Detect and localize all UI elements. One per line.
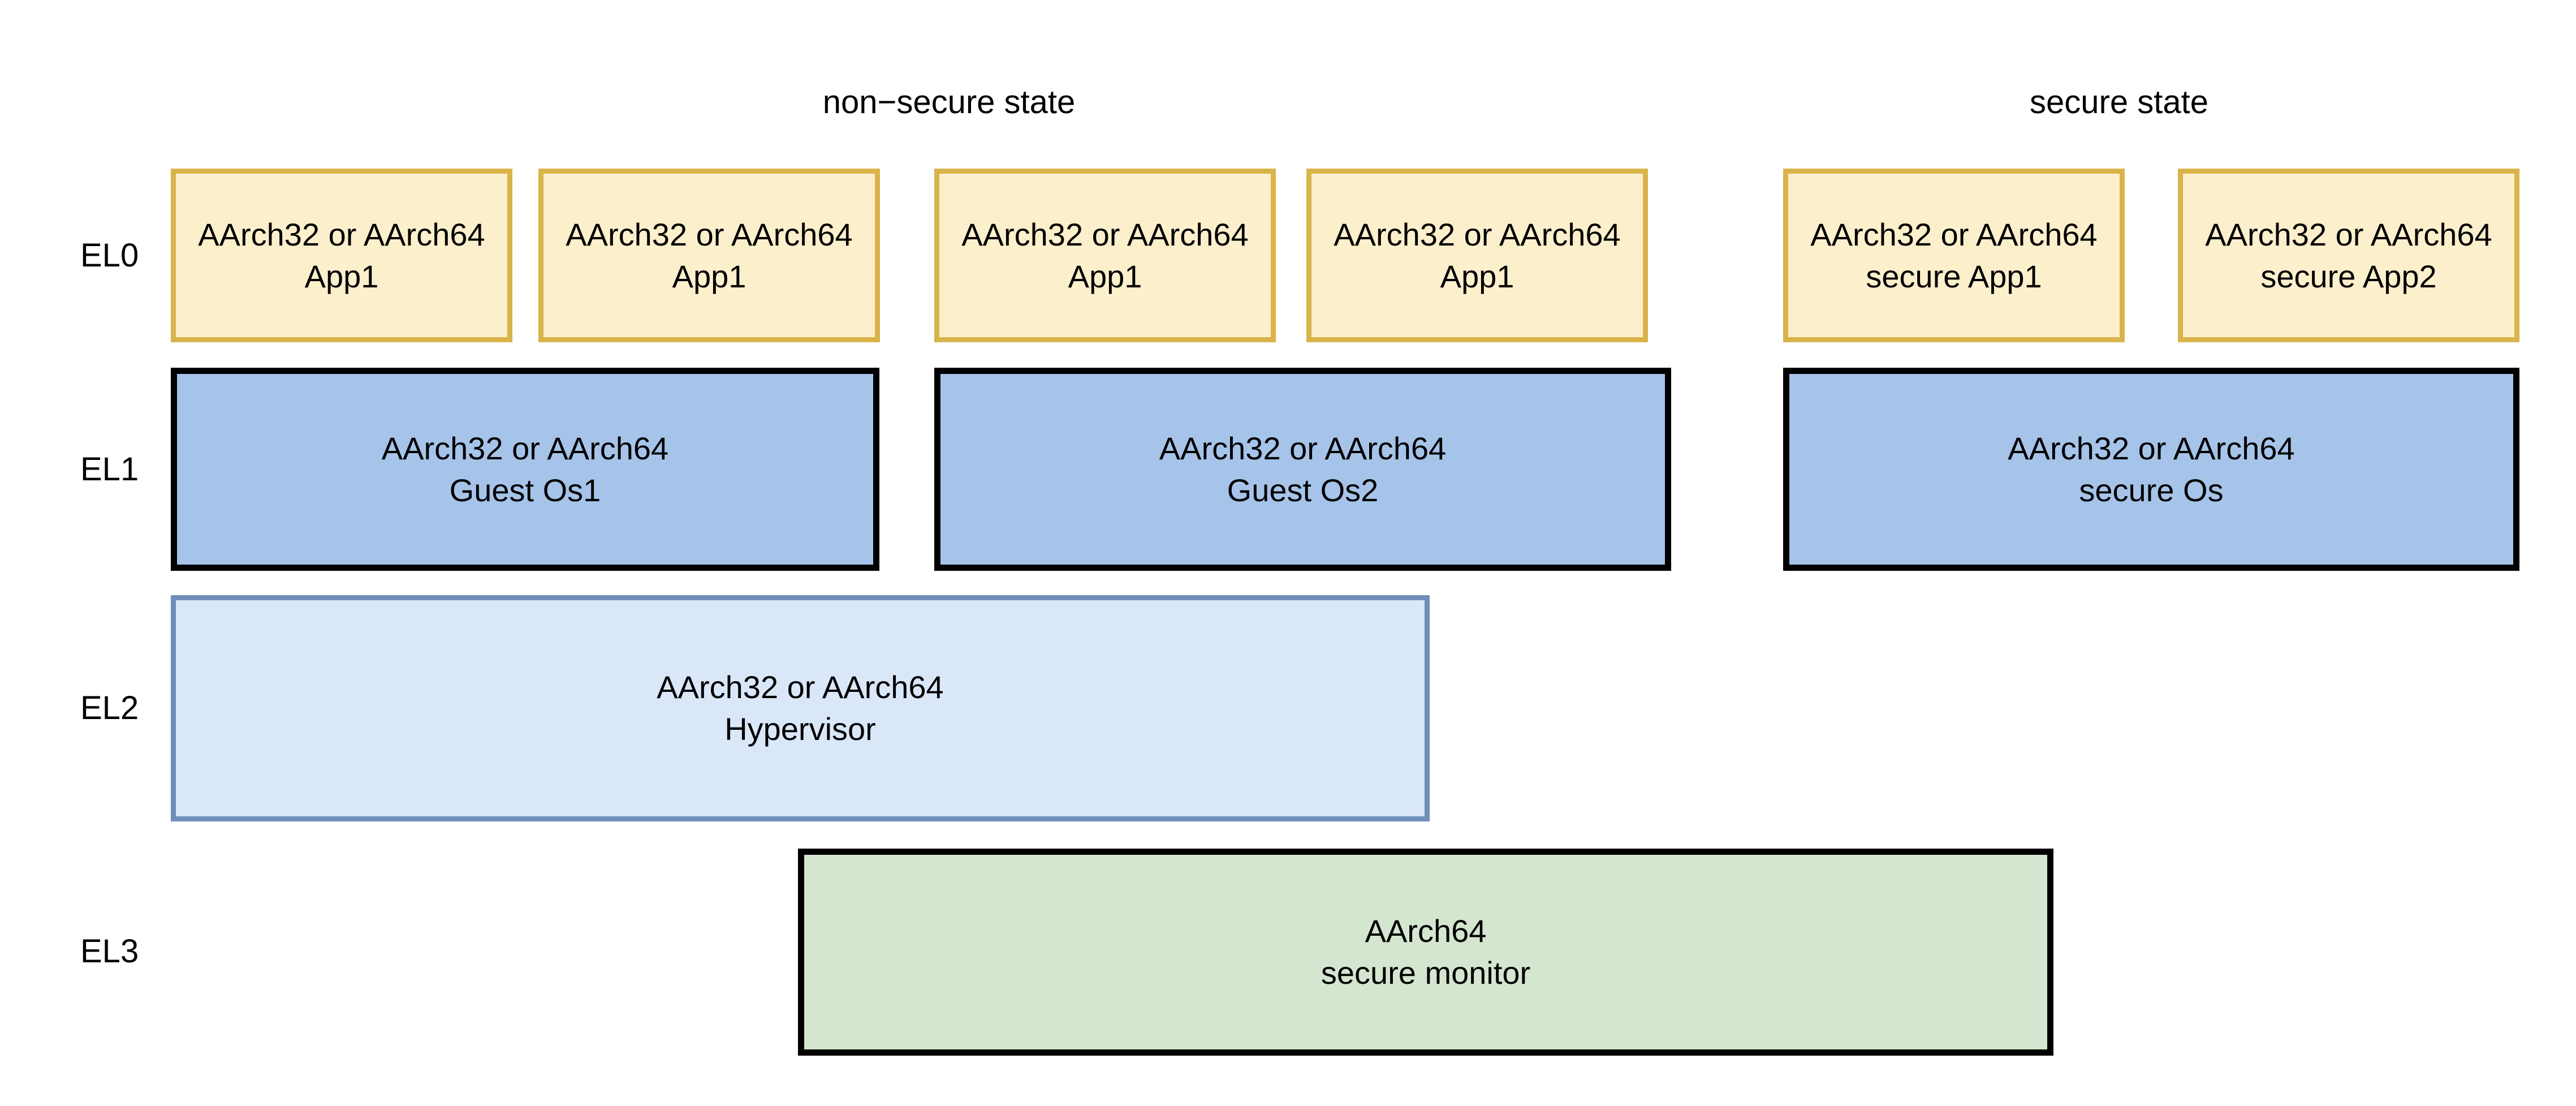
exception-level-label-el1: EL1 — [80, 451, 139, 488]
el0-secure-app-2-line-1: AArch32 or AArch64 — [2205, 216, 2492, 252]
el3-secure-monitor-line-1: AArch64 — [1365, 913, 1487, 949]
exception-level-label-el0: EL0 — [80, 237, 139, 274]
exception-level-label-el3: EL3 — [80, 933, 139, 970]
el0-app-3-line-2: App1 — [1068, 258, 1142, 294]
el0-app-2-line-1: AArch32 or AArch64 — [566, 216, 853, 252]
el1-secure-os-line-2: secure Os — [2079, 472, 2224, 508]
el0-app-3-line-1: AArch32 or AArch64 — [961, 216, 1249, 252]
el0-app-4-line-1: AArch32 or AArch64 — [1334, 216, 1621, 252]
el1-guest-os-2-line-2: Guest Os2 — [1227, 472, 1379, 508]
el3-secure-monitor-line-2: secure monitor — [1321, 955, 1531, 991]
el0-app-2-line-2: App1 — [672, 258, 747, 294]
exception-level-label-el2: EL2 — [80, 690, 139, 726]
el0-secure-app-1[interactable]: AArch32 or AArch64 secure App1 — [1783, 169, 2125, 342]
el0-app-4-line-2: App1 — [1440, 258, 1514, 294]
el1-secure-os-line-1: AArch32 or AArch64 — [2008, 430, 2295, 466]
el3-secure-monitor[interactable]: AArch64 secure monitor — [798, 849, 2053, 1056]
el0-app-1-line-2: App1 — [304, 258, 379, 294]
el0-app-1-line-1: AArch32 or AArch64 — [198, 216, 485, 252]
el1-guest-os-1-line-1: AArch32 or AArch64 — [381, 430, 669, 466]
el0-secure-app-2[interactable]: AArch32 or AArch64 secure App2 — [2178, 169, 2519, 342]
el0-secure-app-1-line-1: AArch32 or AArch64 — [1810, 216, 2098, 252]
el1-guest-os-1-line-2: Guest Os1 — [449, 472, 601, 508]
el2-hypervisor-line-2: Hypervisor — [724, 711, 876, 747]
el1-guest-os-2-line-1: AArch32 or AArch64 — [1159, 430, 1447, 466]
state-heading-secure: secure state — [2030, 84, 2208, 121]
state-heading-non-secure: non−secure state — [822, 84, 1076, 121]
el0-secure-app-2-line-2: secure App2 — [2260, 258, 2437, 294]
el0-secure-app-1-line-2: secure App1 — [1866, 258, 2042, 294]
el1-secure-os[interactable]: AArch32 or AArch64 secure Os — [1783, 368, 2519, 571]
el2-hypervisor-line-1: AArch32 or AArch64 — [657, 669, 944, 705]
